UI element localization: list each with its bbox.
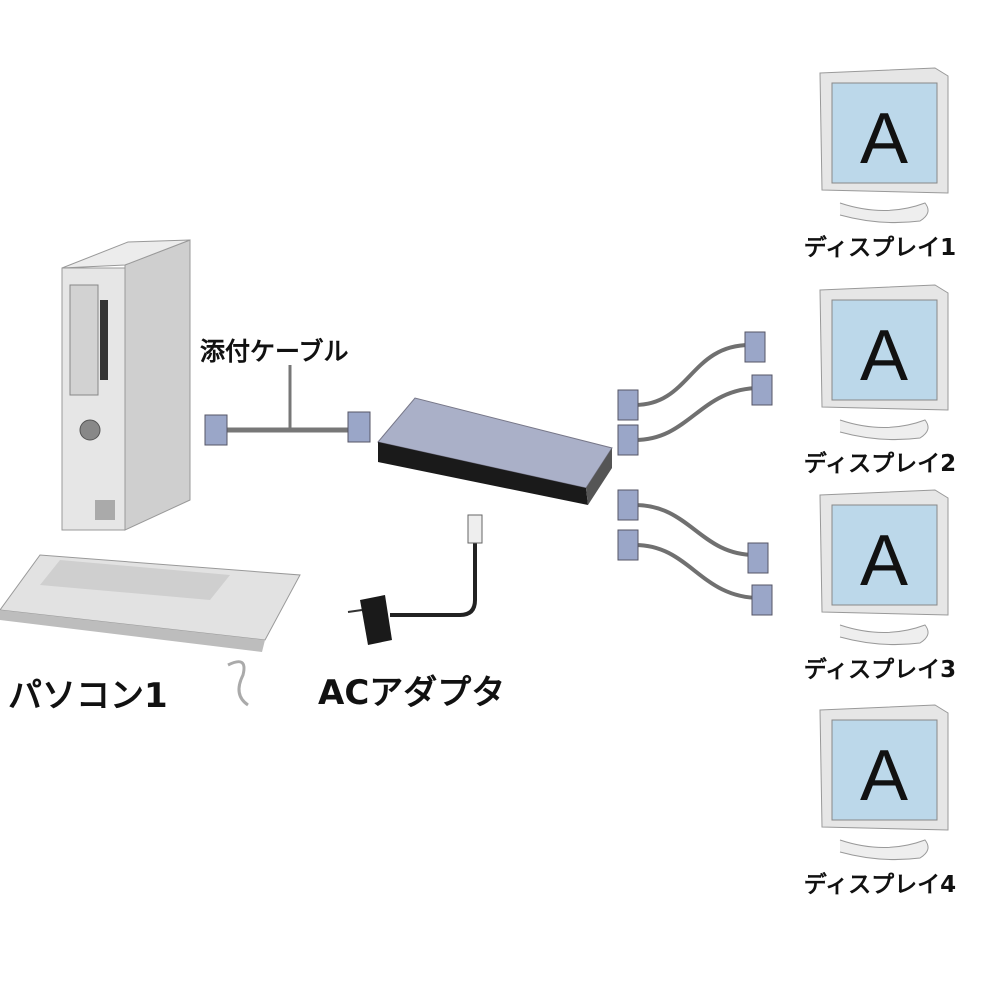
pc-label: パソコン1 <box>8 676 168 716</box>
output-connectors <box>617 331 773 616</box>
monitor-4: A <box>819 704 949 861</box>
mouse-cable <box>227 660 249 707</box>
monitor-letter: A <box>860 736 908 816</box>
cable-label: 添付ケーブル <box>200 337 349 366</box>
keyboard <box>0 554 301 652</box>
monitor-letter: A <box>860 316 908 396</box>
pc-tower <box>61 239 191 531</box>
monitor-letter: A <box>860 521 908 601</box>
vga-splitter <box>377 397 613 505</box>
monitor-2: A <box>819 284 949 441</box>
display-1-label: ディスプレイ1 <box>803 235 957 261</box>
ac-adapter <box>347 514 483 645</box>
monitor-letter: A <box>860 99 908 179</box>
display-2-label: ディスプレイ2 <box>803 451 957 477</box>
display-3-label: ディスプレイ3 <box>803 657 957 683</box>
attached-cable <box>204 365 371 446</box>
output-cables <box>634 343 761 600</box>
monitor-1: A <box>819 67 949 224</box>
display-4-label: ディスプレイ4 <box>803 872 957 898</box>
ac-adapter-label: ACアダプタ <box>318 673 506 713</box>
monitor-3: A <box>819 489 949 646</box>
